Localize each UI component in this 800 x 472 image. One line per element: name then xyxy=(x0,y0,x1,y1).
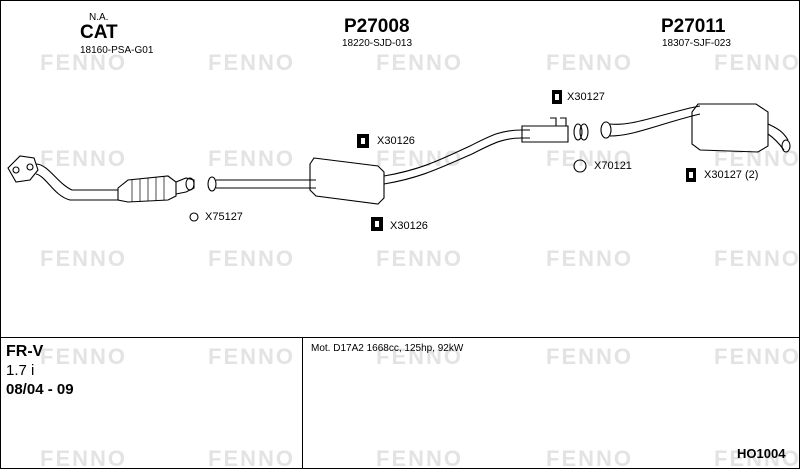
diagram-code: HO1004 xyxy=(737,446,786,461)
exhaust-system-drawing xyxy=(7,90,791,231)
catalytic-converter xyxy=(117,175,177,203)
callout-x30126-bottom: X30126 xyxy=(390,220,428,232)
callout-x30126-top: X30126 xyxy=(377,135,415,147)
vehicle-engine: 1.7 i xyxy=(6,362,35,379)
watermark-text: FENNO xyxy=(208,344,295,369)
motor-spec: Mot. D17A2 1668cc, 125hp, 92kW xyxy=(311,343,464,354)
rear-flange xyxy=(600,121,612,139)
watermark-text: FENNO xyxy=(714,146,800,171)
rear-part-title: P27011 xyxy=(661,16,726,37)
callout-x30127-top: X30127 xyxy=(567,91,605,103)
gasket-x70121 xyxy=(573,159,587,173)
info-column-divider xyxy=(302,337,303,469)
watermark-text: FENNO xyxy=(376,446,463,471)
watermark-text: FENNO xyxy=(546,50,633,75)
front-pipe xyxy=(35,163,118,191)
hanger-x30126-top-icon xyxy=(357,134,369,148)
watermark-text: FENNO xyxy=(376,146,463,171)
watermark-text: FENNO xyxy=(40,50,127,75)
cat-ref: 18160-PSA-G01 xyxy=(80,45,154,56)
hanger-x30126-bottom-icon xyxy=(371,217,383,231)
watermark-text: FENNO xyxy=(376,50,463,75)
callout-x75127: X75127 xyxy=(205,211,243,223)
watermark-text: FENNO xyxy=(208,50,295,75)
cat-title: CAT xyxy=(80,22,118,43)
watermark-text: FENNO xyxy=(546,246,633,271)
hanger-x30127-top-icon xyxy=(552,90,562,104)
resonator xyxy=(521,125,569,143)
watermark-text: FENNO xyxy=(40,246,127,271)
info-divider xyxy=(0,337,800,338)
watermark-text: FENNO xyxy=(546,446,633,471)
watermark-text: FENNO xyxy=(40,344,127,369)
rear-part-ref: 18307-SJF-023 xyxy=(662,38,731,49)
watermark-text: FENNO xyxy=(208,246,295,271)
rear-muffler xyxy=(691,103,769,153)
watermark-text: FENNO xyxy=(714,246,800,271)
watermark-text: FENNO xyxy=(376,344,463,369)
hanger-x30127-right-icon xyxy=(686,168,696,182)
front-flange xyxy=(7,155,39,183)
watermark-text: FENNO xyxy=(714,50,800,75)
mid-part-ref: 18220-SJD-013 xyxy=(342,38,413,49)
watermark-text: FENNO xyxy=(546,146,633,171)
middle-muffler xyxy=(309,157,385,205)
cat-prefix: N.A. xyxy=(89,12,109,23)
watermark-text: FENNO xyxy=(714,446,800,471)
watermark-text: FENNO xyxy=(40,446,127,471)
mid-flange xyxy=(207,176,217,192)
watermark-text: FENNO xyxy=(208,146,295,171)
gasket-x75127 xyxy=(189,212,199,222)
watermark-text: FENNO xyxy=(714,344,800,369)
watermark-text: FENNO xyxy=(546,344,633,369)
vehicle-years: 08/04 - 09 xyxy=(6,381,74,398)
watermark-text: FENNO xyxy=(376,246,463,271)
callout-x30127-right: X30127 (2) xyxy=(704,169,759,181)
mid-part-title: P27008 xyxy=(344,16,410,37)
vehicle-model: FR-V xyxy=(6,343,44,360)
callout-x70121: X70121 xyxy=(594,160,632,172)
watermark-text: FENNO xyxy=(208,446,295,471)
watermark-text: FENNO xyxy=(40,146,127,171)
